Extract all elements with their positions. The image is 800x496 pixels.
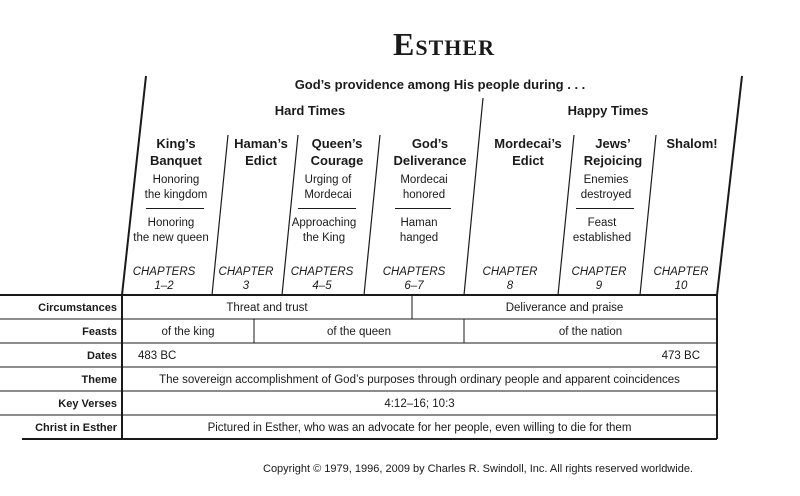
section-heading: Shalom! (666, 136, 718, 151)
row-label-feasts: Feasts (82, 326, 117, 338)
cell-key-verses: 4:12–16; 10:3 (384, 398, 455, 410)
row-label-circumstances: Circumstances (38, 302, 117, 314)
cell-theme: The sovereign accomplishment of God’s pu… (159, 374, 680, 386)
chart-subtitle: God’s providence among His people during… (294, 77, 586, 92)
row-label-key-verses: Key Verses (58, 398, 117, 410)
group-hard-times: Hard Times (274, 103, 346, 118)
cell-date-start: 483 BC (138, 350, 177, 362)
cell-feast-queen: of the queen (327, 326, 391, 338)
row-label-dates: Dates (87, 350, 117, 362)
page-title: ESTHER (393, 26, 495, 62)
divider (395, 208, 451, 209)
section-heading: Jews’Rejoicing (583, 136, 643, 168)
cell-threat-and-trust: Threat and trust (226, 302, 308, 314)
divider (576, 208, 634, 209)
row-label-christ: Christ in Esther (35, 422, 117, 434)
divider (146, 208, 204, 209)
cell-feast-king: of the king (161, 326, 215, 338)
row-label-theme: Theme (81, 374, 117, 386)
cell-feast-nation: of the nation (558, 326, 623, 338)
divider (298, 208, 356, 209)
cell-date-end: 473 BC (661, 350, 700, 362)
cell-christ: Pictured in Esther, who was an advocate … (207, 422, 632, 434)
copyright-notice: Copyright © 1979, 1996, 2009 by Charles … (263, 463, 693, 475)
cell-deliverance-and-praise: Deliverance and praise (505, 302, 624, 314)
group-happy-times: Happy Times (567, 103, 649, 118)
